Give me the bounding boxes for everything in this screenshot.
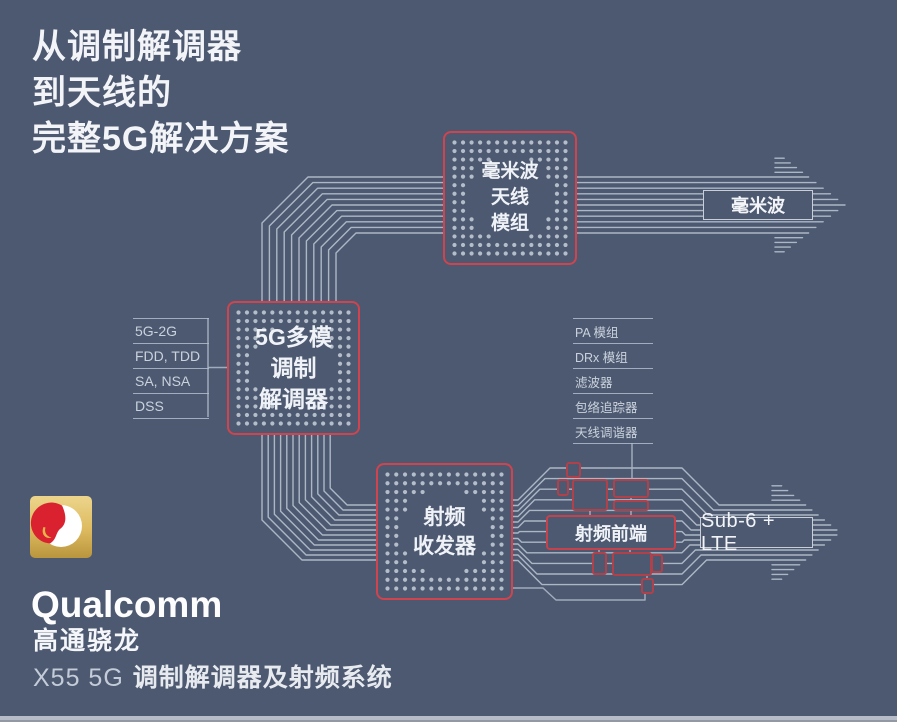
chip-rf-front-end: 射频前端 xyxy=(546,515,676,550)
bga-dots-pattern-icon xyxy=(452,140,568,256)
chip-transceiver-label: 射频 收发器 xyxy=(413,503,476,561)
rf-component-box xyxy=(572,479,608,511)
modem-input-list: 5G-2G FDD, TDD SA, NSA DSS xyxy=(133,318,209,419)
modem-input-item: 5G-2G xyxy=(133,318,209,343)
product-description: 调制解调器及射频系统 xyxy=(132,664,393,692)
chip-mmwave-label: 毫米波 天线 模组 xyxy=(481,159,538,237)
chip-modem-label-line: 解调器 xyxy=(259,385,328,412)
chip-modem-label-line: 调制 xyxy=(270,354,317,381)
chip-transceiver-label-line: 收发器 xyxy=(413,534,476,558)
brand-name-cn: 高通骁龙 xyxy=(33,627,142,655)
title-line-2: 到天线的 xyxy=(32,74,172,112)
chip-rf-front-end-label: 射频前端 xyxy=(575,523,647,544)
chip-5g-modem: 5G多模 调制 解调器 xyxy=(227,301,360,435)
rf-component-box xyxy=(613,479,649,498)
snapdragon-flame-icon xyxy=(30,496,92,558)
modem-input-item: FDD, TDD xyxy=(133,343,209,368)
output-mmwave-badge: 毫米波 xyxy=(703,190,813,220)
rf-component-item: 滤波器 xyxy=(573,368,653,393)
rf-component-item: 天线调谐器 xyxy=(573,418,653,443)
rf-component-box xyxy=(613,500,649,511)
rf-component-box xyxy=(592,552,607,575)
chip-transceiver-label-line: 射频 xyxy=(423,505,466,529)
rf-component-box xyxy=(651,554,663,573)
chip-mmwave-label-line: 天线 xyxy=(490,187,529,208)
product-name: X55 5G xyxy=(33,664,124,692)
footer-divider xyxy=(0,716,897,720)
title-line-1: 从调制解调器 xyxy=(32,28,242,66)
qualcomm-wordmark: Qualcomm xyxy=(31,584,223,625)
rf-component-box xyxy=(612,552,652,576)
chip-mmwave-label-line: 毫米波 xyxy=(481,161,539,182)
chip-modem-label-line: 5G多模 xyxy=(255,323,332,350)
bga-dots-pattern-icon xyxy=(385,472,504,591)
modem-input-item: SA, NSA xyxy=(133,368,209,393)
chip-modem-label: 5G多模 调制 解调器 xyxy=(255,322,332,415)
rf-component-item: DRx 模组 xyxy=(573,343,653,368)
chip-mmwave-antenna-module: 毫米波 天线 模组 xyxy=(443,131,577,265)
rf-component-list: PA 模组 DRx 模组 滤波器 包络追踪器 天线调谐器 xyxy=(573,318,653,444)
rf-component-item: PA 模组 xyxy=(573,318,653,343)
rf-component-item: 包络追踪器 xyxy=(573,393,653,418)
footer-divider-shadow xyxy=(0,720,897,722)
bga-dots-pattern-icon xyxy=(236,310,351,426)
product-title: X55 5G 调制解调器及射频系统 xyxy=(33,658,393,694)
rf-component-box xyxy=(566,462,581,478)
chip-rf-transceiver: 射频 收发器 xyxy=(376,463,513,600)
page-title: 从调制解调器 到天线的 完整5G解决方案 xyxy=(32,24,289,162)
rf-component-box xyxy=(641,578,654,594)
output-sub6-lte-label: Sub-6 + LTE xyxy=(701,509,776,555)
modem-input-item: DSS xyxy=(133,393,209,418)
chip-mmwave-label-line: 模组 xyxy=(490,213,529,234)
rf-component-box xyxy=(557,479,569,496)
title-line-3: 完整5G解决方案 xyxy=(32,120,290,158)
output-sub6-lte-badge: Sub-6 + LTE xyxy=(700,510,813,555)
output-mmwave-label: 毫米波 xyxy=(731,196,785,216)
